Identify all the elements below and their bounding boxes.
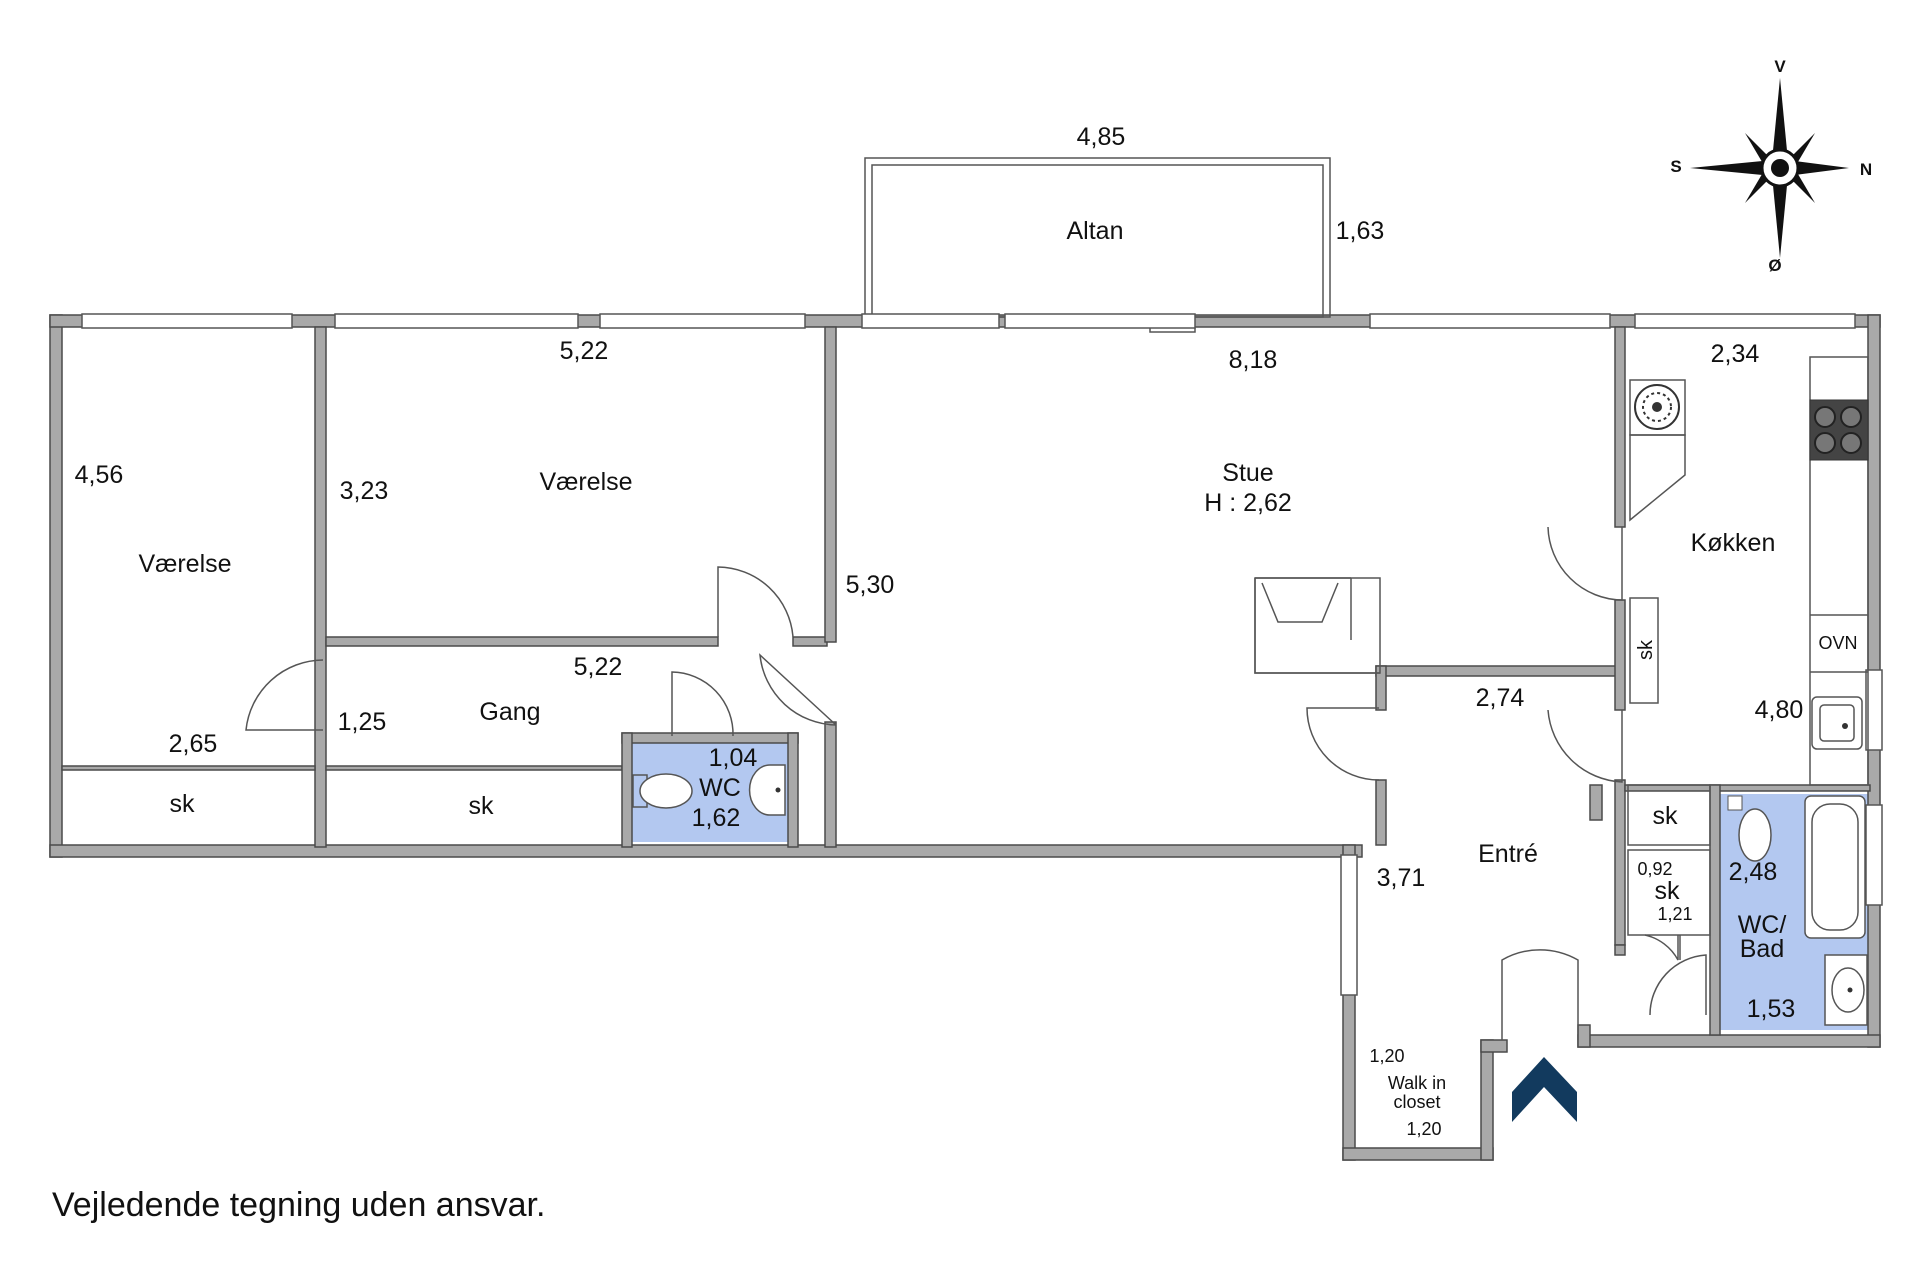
dim-wc-depth: 1,62 [692,804,741,832]
entrance-arrow-icon [1512,1057,1577,1122]
dim-wc-width: 1,04 [709,744,758,772]
dim-walkin-depth: 1,20 [1406,1119,1441,1139]
dim-stue-width: 8,18 [1229,346,1278,374]
compass-north-label: N [1860,160,1872,179]
compass-west-label: V [1774,57,1786,76]
room-label-wc-bad-2: Bad [1740,935,1784,963]
dim-bad-depth: 1,53 [1747,995,1796,1023]
dim-altan-width: 4,85 [1077,123,1126,151]
dim-vaerelse-left-width: 2,65 [169,730,218,758]
dim-stue-depth: 5,30 [846,571,895,599]
balcony [864,157,1331,333]
room-label-sk-2: sk [469,792,495,820]
room-label-vaerelse-left: Værelse [138,550,231,578]
dim-vaerelse-mid-width-bottom: 5,22 [574,653,623,681]
bath-fixtures [1727,795,1868,1026]
dim-gang-width: 1,25 [338,708,387,736]
room-label-walkin-1: Walk in [1388,1073,1446,1093]
room-label-altan: Altan [1067,217,1124,245]
dim-sk-width: 0,92 [1637,859,1672,879]
room-label-sk-5: sk [1635,639,1657,660]
dim-vaerelse-mid-width-top: 5,22 [560,337,609,365]
dim-kokken-depth: 4,80 [1755,696,1804,724]
dim-vaerelse-left-depth: 4,56 [75,461,124,489]
dim-walkin-width: 1,20 [1369,1046,1404,1066]
cabinets [1627,597,1711,936]
room-label-entre: Entré [1478,840,1538,868]
room-label-stue: Stue [1222,459,1273,487]
room-label-kokken: Køkken [1691,529,1776,557]
oven-label: OVN [1818,633,1857,653]
compass-rose-icon: V S N Ø [1670,57,1872,275]
room-label-vaerelse-mid: Værelse [539,468,632,496]
dim-altan-depth: 1,63 [1336,217,1385,245]
disclaimer-text: Vejledende tegning uden ansvar. [52,1186,546,1224]
dim-kokken-width: 2,34 [1711,340,1760,368]
dim-sk-depth: 1,21 [1657,904,1692,924]
dim-bad-width: 2,48 [1729,858,1778,886]
room-label-sk-3: sk [1653,802,1679,830]
wc-fixtures [632,764,786,816]
dim-vaerelse-mid-depth: 3,23 [340,477,389,505]
doors [245,526,1707,1040]
dim-entre-depth: 3,71 [1377,864,1426,892]
interior-walls [61,326,1871,1036]
fireplace [1254,577,1381,674]
room-label-wc-bad-1: WC/ [1738,911,1787,939]
room-label-sk-4: sk [1655,877,1681,905]
room-label-stue-height: H : 2,62 [1204,489,1292,517]
room-label-walkin-2: closet [1393,1092,1440,1112]
compass-south-label: S [1670,157,1681,176]
compass-east-label: Ø [1768,256,1781,275]
kitchen-fixtures [1629,356,1869,786]
dim-entre-width: 2,74 [1476,684,1525,712]
room-label-sk-1: sk [170,790,196,818]
room-label-gang: Gang [479,698,540,726]
windows [81,313,1883,996]
room-label-wc: WC [699,774,741,802]
